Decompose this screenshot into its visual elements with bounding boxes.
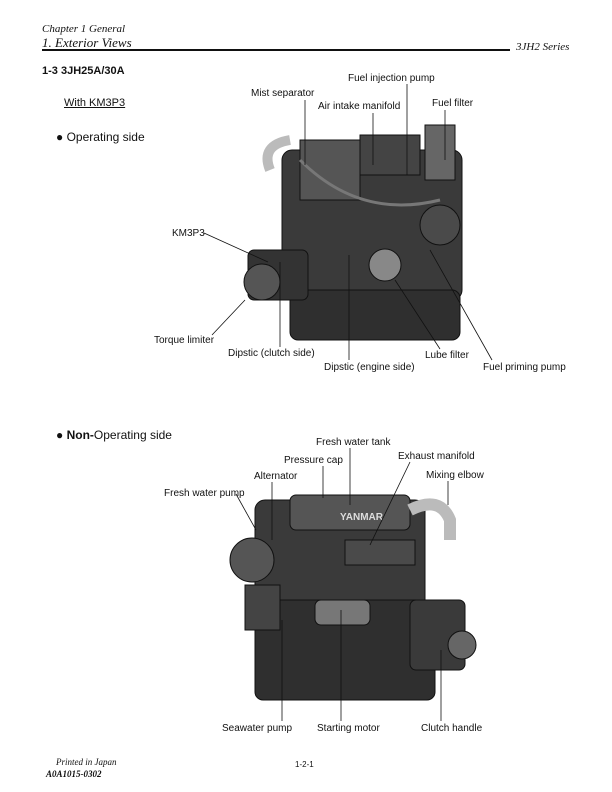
view-title-operating: ● Operating side xyxy=(56,130,145,144)
header-rule xyxy=(42,49,510,51)
label-seawater-pump: Seawater pump xyxy=(222,723,293,734)
label-km3p3: KM3P3 xyxy=(172,228,205,239)
label-air-intake-manifold: Air intake manifold xyxy=(318,101,401,112)
chapter-title: Chapter 1 General xyxy=(42,23,126,35)
engine-non-operating-side: YANMAR xyxy=(229,494,477,701)
label-exhaust-manifold: Exhaust manifold xyxy=(398,451,475,462)
label-torque-limiter: Torque limiter xyxy=(154,335,215,346)
label-lube-filter: Lube filter xyxy=(425,350,469,361)
view-title-non-operating: ● Non-Operating side xyxy=(56,428,172,442)
leader-lines xyxy=(203,84,493,721)
document-code: A0A1015-0302 xyxy=(46,769,102,779)
label-mixing-elbow: Mixing elbow xyxy=(426,470,484,481)
label-alternator: Alternator xyxy=(254,471,298,482)
label-fresh-water-pump: Fresh water pump xyxy=(164,488,245,499)
label-fuel-filter: Fuel filter xyxy=(432,98,474,109)
model-heading: 1-3 3JH25A/30A xyxy=(42,65,125,77)
page-number: 1-2-1 xyxy=(295,760,314,769)
view-title-text: Operating side xyxy=(66,130,145,144)
label-starting-motor: Starting motor xyxy=(317,723,380,734)
label-fuel-priming-pump: Fuel priming pump xyxy=(483,362,566,373)
engine-operating-side xyxy=(243,124,463,341)
series-label: 3JH2 Series xyxy=(516,41,570,53)
section-title: 1. Exterior Views xyxy=(42,35,132,50)
label-clutch-handle: Clutch handle xyxy=(421,723,483,734)
label-dipstick-clutch-side: Dipstic (clutch side) xyxy=(228,348,315,359)
label-fuel-injection-pump: Fuel injection pump xyxy=(348,73,435,84)
label-fresh-water-tank: Fresh water tank xyxy=(316,437,391,448)
printed-in-japan: Printed in Japan xyxy=(56,757,117,767)
subheading: With KM3P3 xyxy=(64,97,126,109)
view-title-text: Operating side xyxy=(93,428,172,442)
view-title-prefix: Non- xyxy=(66,428,94,442)
yanmar-logo: YANMAR xyxy=(340,512,384,523)
label-dipstick-engine-side: Dipstic (engine side) xyxy=(324,362,415,373)
label-pressure-cap: Pressure cap xyxy=(284,455,343,466)
label-mist-separator: Mist separator xyxy=(251,88,315,99)
